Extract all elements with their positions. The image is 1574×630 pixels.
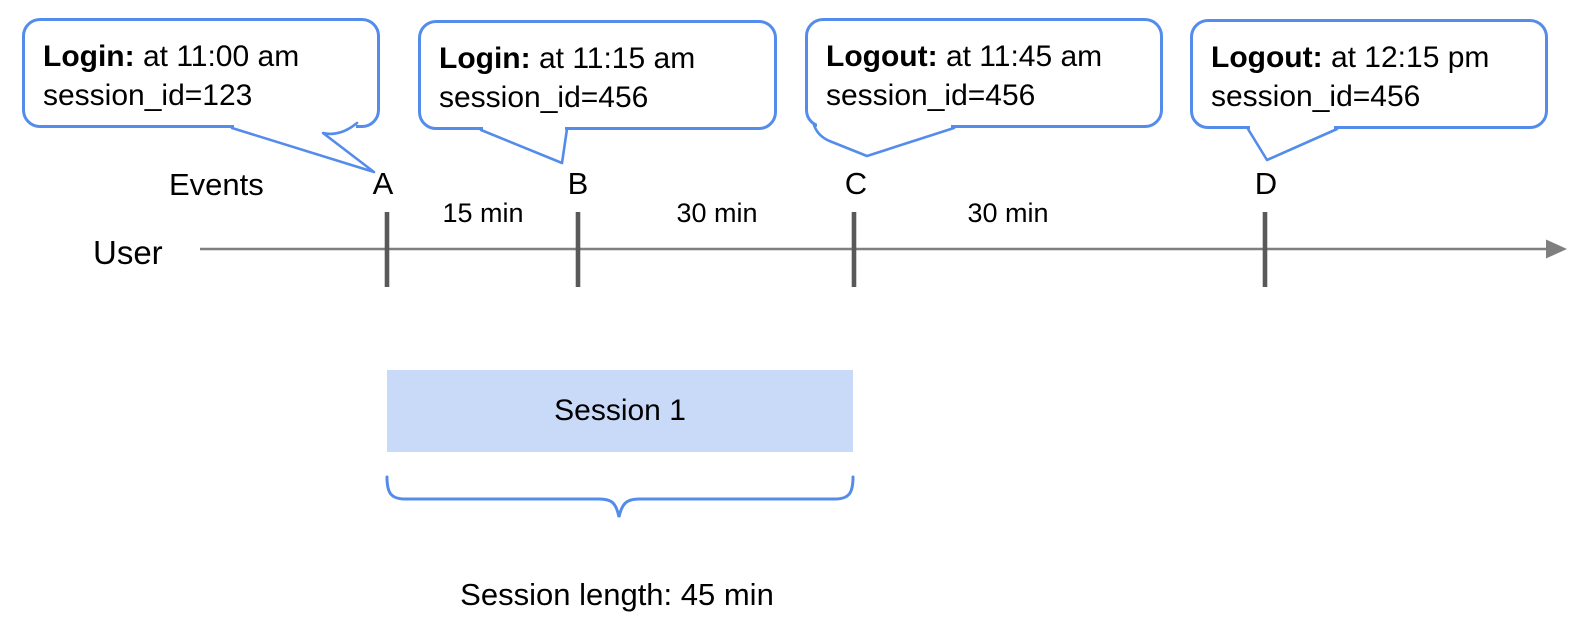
callout-login-b: Login: at 11:15 am session_id=456	[418, 20, 777, 130]
user-axis-label: User	[93, 234, 163, 271]
callout-tail-b	[479, 127, 569, 165]
tick-label-b: B	[567, 166, 589, 201]
callout-login-a: Login: at 11:00 am session_id=123	[22, 18, 380, 128]
callout-time: at 11:15 am	[530, 42, 696, 75]
session-1-label: Session 1	[554, 394, 686, 427]
tick-label-c: C	[844, 166, 868, 201]
interval-label-b-c: 30 min	[676, 198, 758, 228]
callout-event-type: Login:	[43, 40, 135, 73]
callout-time: at 12:15 pm	[1322, 41, 1490, 74]
callout-event-type: Logout:	[826, 40, 938, 73]
callout-session-id: session_id=456	[439, 81, 649, 114]
tick-label-a: A	[372, 166, 394, 201]
callout-time: at 11:45 am	[937, 40, 1103, 73]
callout-event-type: Login:	[439, 42, 531, 75]
callout-logout-d: Logout: at 12:15 pm session_id=456	[1190, 19, 1548, 129]
tick-label-d: D	[1254, 166, 1278, 201]
session-length-label: Session length: 45 min	[460, 577, 774, 612]
interval-label-c-d: 30 min	[967, 198, 1049, 228]
callout-time: at 11:00 am	[134, 40, 300, 73]
callout-logout-c: Logout: at 11:45 am session_id=456	[805, 18, 1163, 128]
callout-session-id: session_id=123	[43, 79, 253, 112]
events-axis-label: Events	[169, 167, 264, 202]
callout-tail-d	[1246, 127, 1339, 162]
callout-session-id: session_id=456	[1211, 80, 1421, 113]
session-brace	[385, 475, 855, 518]
interval-label-a-b: 15 min	[442, 198, 524, 228]
callout-tail-c	[812, 123, 956, 158]
timeline-arrowhead	[1546, 239, 1567, 259]
session-1-box: Session 1	[387, 370, 853, 452]
callout-event-type: Logout:	[1211, 41, 1323, 74]
callout-tail-a	[230, 121, 376, 174]
callout-session-id: session_id=456	[826, 79, 1036, 112]
